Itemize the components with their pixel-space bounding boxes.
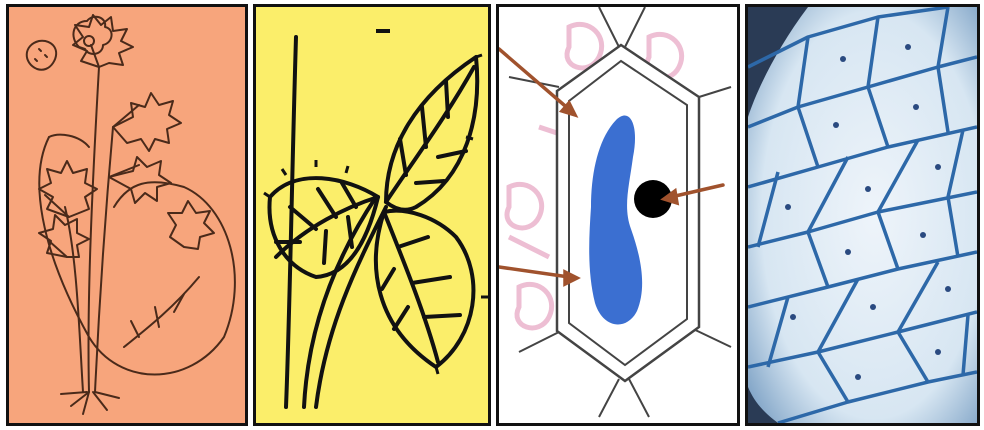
microscope-view — [748, 7, 977, 423]
microscope-cells-panel — [745, 4, 980, 426]
plant-illustration-panel — [6, 4, 248, 426]
leaf-drawing — [256, 7, 488, 423]
cell-diagram-panel — [496, 4, 740, 426]
cell-diagram — [499, 7, 737, 423]
plant-drawing — [9, 7, 245, 423]
leaf-illustration-panel — [253, 4, 491, 426]
